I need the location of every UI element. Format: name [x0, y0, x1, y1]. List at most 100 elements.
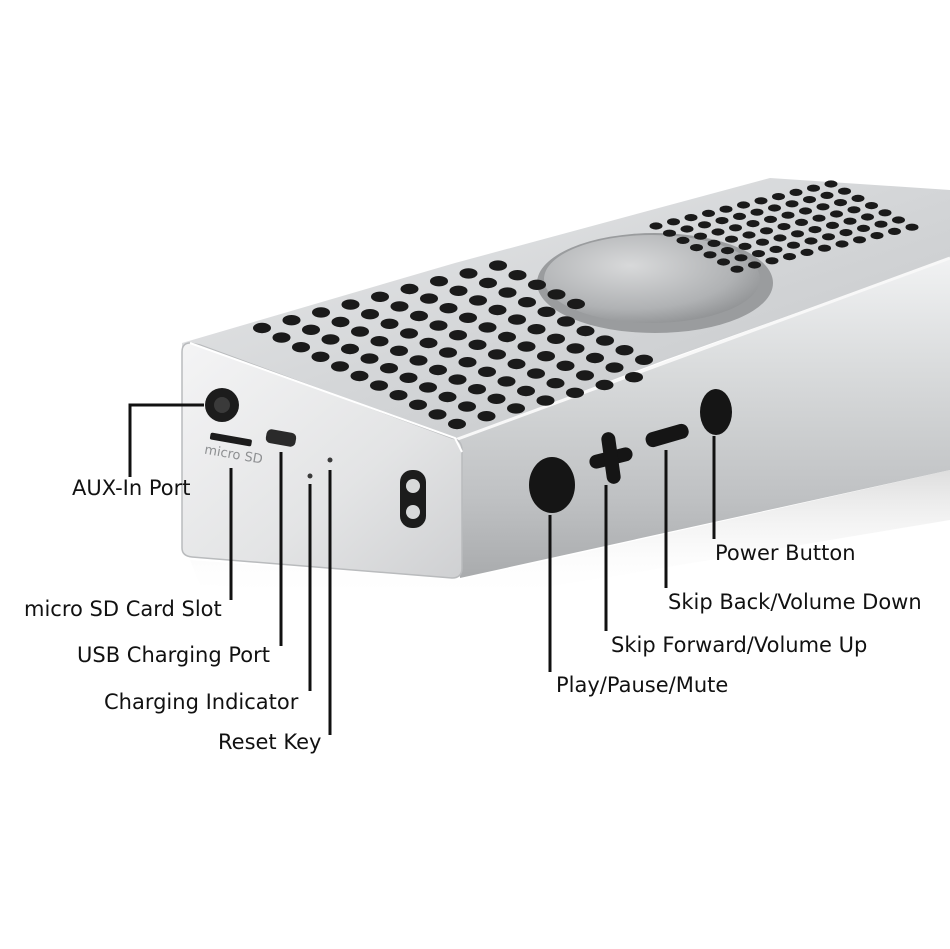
grille-hole — [341, 299, 360, 310]
grille-hole — [752, 250, 765, 258]
leader-lines — [128, 403, 716, 735]
grille-hole — [905, 223, 919, 231]
grille-hole — [830, 210, 843, 218]
grille-hole — [400, 328, 418, 339]
grille-hole — [351, 326, 369, 337]
grille-hole — [537, 306, 556, 317]
grille-hole — [468, 384, 486, 395]
grille-hole — [576, 325, 595, 337]
grille-hole — [734, 254, 748, 262]
grille-hole — [507, 358, 526, 370]
grille-hole — [861, 213, 874, 221]
grille-hole — [302, 324, 320, 335]
grille-hole — [341, 343, 359, 355]
grille-hole — [311, 351, 330, 362]
grille-hole — [738, 242, 752, 250]
grille-hole — [507, 403, 525, 414]
micro-sd-slot — [209, 432, 252, 447]
grille-hole — [439, 347, 457, 358]
grille-hole — [536, 395, 555, 406]
grille-hole — [370, 336, 389, 347]
grille-hole — [370, 380, 388, 391]
grille-hole — [717, 258, 730, 266]
lanyard-slot-hole-bottom — [406, 505, 420, 519]
grille-hole — [789, 188, 803, 196]
grille-hole — [820, 191, 834, 199]
right-grille — [649, 180, 919, 273]
grille-hole — [769, 245, 783, 253]
skip-forward-label: Skip Forward/Volume Up — [611, 633, 868, 657]
grille-hole — [448, 418, 466, 430]
grille-hole — [756, 238, 769, 246]
grille-hole — [649, 222, 663, 230]
grille-hole — [773, 234, 787, 242]
aux-in-label: AUX-In Port — [72, 476, 191, 500]
grille-hole — [282, 315, 301, 326]
grille-hole — [781, 211, 795, 219]
grille-hole — [851, 194, 865, 202]
grille-hole — [498, 331, 516, 343]
end-cap-rim — [189, 342, 463, 453]
grille-hole — [292, 342, 310, 353]
grille-hole — [448, 374, 467, 385]
grille-hole — [838, 187, 851, 195]
grille-hole — [576, 370, 594, 381]
grille-hole — [389, 390, 408, 401]
grille-hole — [419, 382, 437, 393]
side-top-edge — [454, 256, 950, 442]
usb-charging-port — [265, 429, 297, 447]
power-button-label: Power Button — [715, 541, 856, 565]
grille-hole — [834, 199, 847, 207]
grille-hole — [360, 353, 379, 364]
grille-hole — [595, 379, 614, 391]
grille-hole — [795, 218, 808, 226]
grille-hole — [488, 304, 507, 316]
grille-hole — [892, 216, 905, 224]
grille-hole — [321, 334, 340, 345]
grille-hole — [527, 368, 545, 379]
play-pause-button — [529, 457, 575, 513]
skip-forward-button — [589, 432, 633, 484]
micro-sd-label: micro SD Card Slot — [24, 597, 222, 621]
grille-hole — [878, 209, 892, 217]
grille-hole — [857, 224, 870, 232]
left-grille — [253, 260, 653, 430]
grille-hole — [816, 203, 830, 211]
end-cap-face — [181, 342, 463, 579]
grille-hole — [764, 215, 777, 223]
grille-hole — [400, 283, 419, 295]
grille-hole — [390, 301, 409, 312]
floor-shadow — [190, 470, 950, 600]
grille-hole — [725, 235, 738, 243]
grille-hole — [625, 372, 643, 383]
grille-hole — [765, 257, 779, 265]
grille-hole — [870, 232, 884, 240]
grille-hole — [419, 337, 438, 349]
power-button — [700, 389, 732, 435]
grille-hole — [707, 239, 721, 247]
grille-hole — [380, 318, 399, 329]
grille-hole — [547, 333, 565, 344]
grille-hole — [439, 303, 458, 314]
grille-hole — [537, 351, 555, 362]
grille-hole — [839, 229, 853, 237]
grille-hole — [748, 261, 761, 269]
grille-hole — [808, 226, 822, 234]
grille-hole — [787, 241, 800, 249]
grille-hole — [768, 204, 781, 212]
grille-hole — [556, 360, 575, 371]
reset-key-label: Reset Key — [218, 730, 322, 754]
grille-hole — [703, 251, 717, 259]
grille-hole — [449, 330, 467, 341]
grille-hole — [663, 229, 676, 237]
grille-hole — [800, 248, 814, 256]
grille-hole — [566, 387, 584, 398]
usb-charging-label: USB Charging Port — [77, 643, 270, 667]
grille-hole — [390, 345, 408, 356]
grille-hole — [272, 332, 291, 343]
grille-hole — [312, 307, 330, 318]
grille-hole — [750, 208, 764, 216]
grille-hole — [694, 232, 707, 240]
grille-hole — [477, 411, 496, 422]
